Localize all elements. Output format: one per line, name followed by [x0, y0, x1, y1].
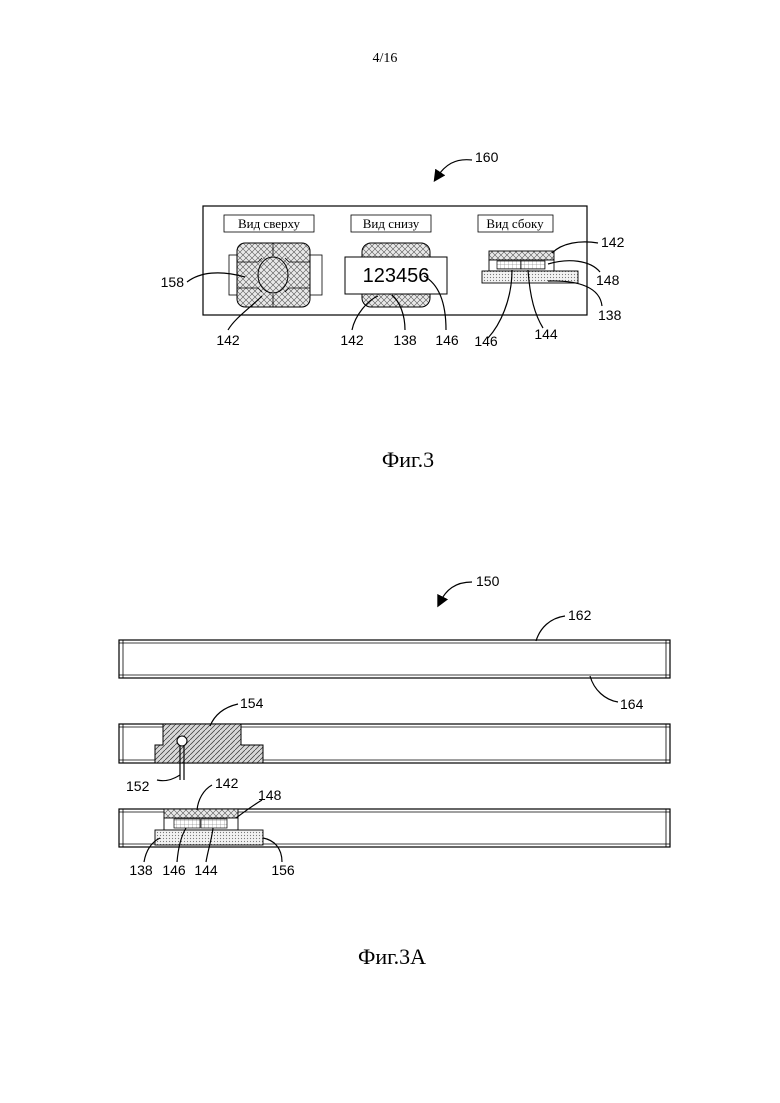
figure-3: 160 Вид сверху Вид снизу 123456 Вид сбок…: [161, 149, 625, 472]
bottom-view-label: Вид снизу: [363, 216, 420, 231]
chip-number: 123456: [363, 265, 430, 287]
figure-3a-caption: Фиг.3A: [358, 944, 426, 969]
ref-148-side: 148: [596, 272, 620, 288]
leader-142-3a: [197, 785, 212, 810]
ref-158: 158: [161, 274, 185, 290]
leader-164: [590, 676, 618, 702]
side-view-chip: [482, 251, 578, 283]
figure-3a: 150: [119, 573, 670, 969]
top-view-chip: [229, 243, 322, 307]
ref-164: 164: [620, 696, 644, 712]
ref-150-label: 150: [476, 573, 500, 589]
ref-146-3a: 146: [162, 862, 186, 878]
page-number: 4/16: [373, 51, 398, 66]
ref-152: 152: [126, 778, 150, 794]
ref-146-bottom: 146: [435, 332, 459, 348]
ref-156-3a: 156: [271, 862, 295, 878]
ref-150-arrow: [440, 582, 472, 602]
side-view-label: Вид сбоку: [486, 216, 544, 231]
ref-138-side: 138: [598, 307, 622, 323]
ref-138-bottom: 138: [393, 332, 417, 348]
ref-144-side: 144: [534, 326, 558, 342]
ref-154: 154: [240, 695, 264, 711]
layer-bottom: [119, 809, 670, 847]
ref-142-top: 142: [216, 332, 240, 348]
leader-148-side: [548, 261, 600, 272]
top-view-label: Вид сверху: [238, 216, 301, 231]
figure-3-caption: Фиг.3: [382, 447, 434, 472]
ref-142-side: 142: [601, 234, 625, 250]
ref-138-3a: 138: [129, 862, 153, 878]
ref-146-side: 146: [474, 333, 498, 349]
ref-160-arrow: [437, 160, 472, 177]
ref-162: 162: [568, 607, 592, 623]
leader-138-side: [548, 281, 602, 306]
leader-156-3a: [263, 838, 282, 862]
leader-158: [187, 273, 245, 282]
layer-middle: [119, 724, 670, 780]
leader-162: [536, 616, 565, 641]
ref-142-3a: 142: [215, 775, 239, 791]
leader-152: [157, 775, 180, 781]
ref-160-label: 160: [475, 149, 499, 165]
leader-142-side: [552, 242, 598, 253]
layer-top: [119, 640, 670, 678]
leader-154: [210, 704, 238, 726]
ref-144-3a: 144: [194, 862, 218, 878]
ref-148-3a: 148: [258, 787, 282, 803]
ref-142-bottom: 142: [340, 332, 364, 348]
